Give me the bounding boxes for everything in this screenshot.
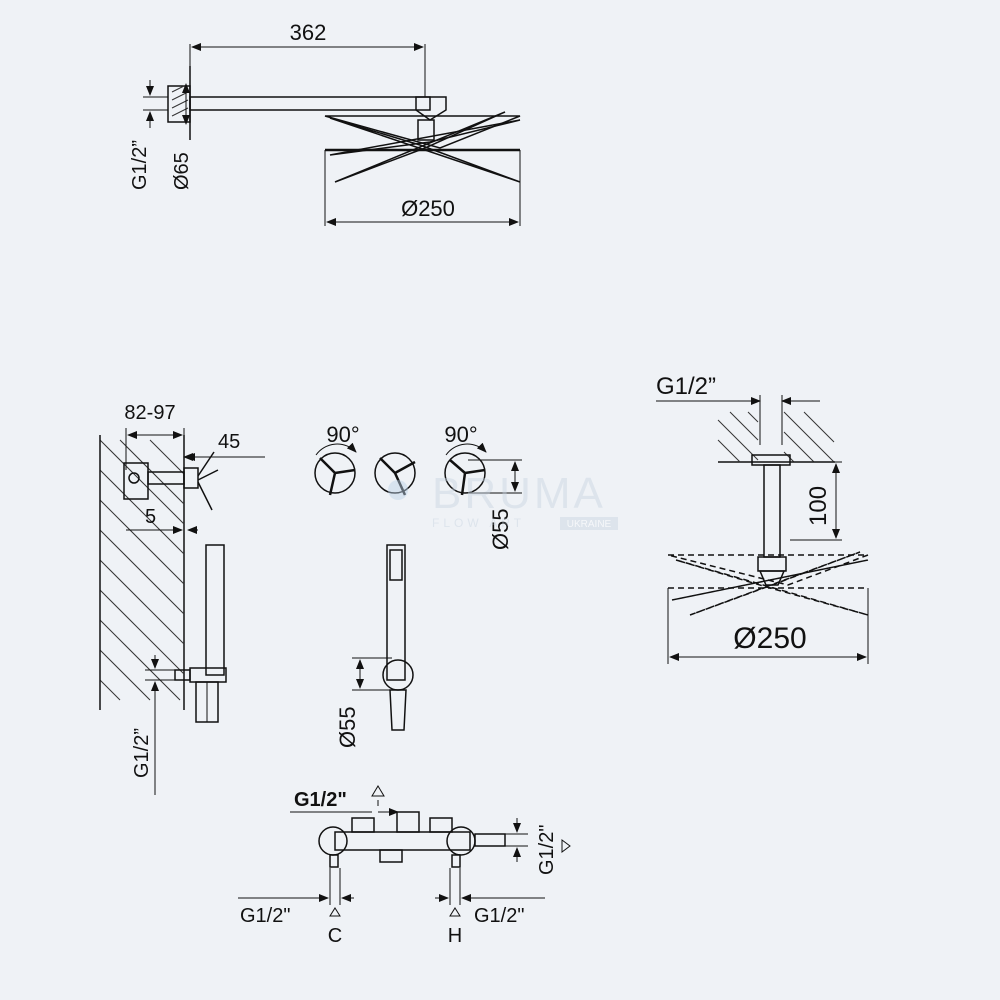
mixer-body	[334, 831, 471, 851]
ceiling-pipe	[763, 464, 781, 558]
ceiling-head-blades	[667, 551, 869, 616]
hot-inlet-thread: G1/2"	[474, 905, 524, 927]
top-outlet-thread: G1/2"	[294, 789, 347, 811]
wall-head-view: 362 Ø250 G1/2” Ø65	[129, 20, 521, 226]
dim-flange-diameter: Ø65	[171, 152, 193, 190]
ball-joint	[417, 119, 435, 141]
dim-arm-length: 362	[290, 20, 327, 45]
dim-head-diameter: Ø250	[401, 196, 455, 221]
watermark-tagline: FLOW ART	[432, 516, 525, 530]
dim-outlet-thread: G1/2”	[131, 728, 153, 778]
rotation-left: 90°	[326, 422, 359, 447]
dim-ceiling-arm-length: 100	[805, 486, 832, 526]
side-valve-view: 82-97 45 5 G1/2”	[99, 402, 265, 795]
dim-offset: 5	[145, 506, 156, 528]
mixer-body-view: G1/2" G1/2" G1/2" C G1/2" H	[238, 785, 571, 947]
handle-center	[374, 452, 416, 496]
dim-handle-diameter: Ø55	[488, 508, 513, 550]
valve-body	[123, 462, 149, 500]
cold-label: C	[328, 925, 342, 947]
hot-label: H	[448, 925, 462, 947]
shower-head-blades	[324, 111, 521, 183]
side-wall-hatch	[99, 439, 185, 701]
watermark-region: UKRAINE	[567, 519, 612, 530]
watermark-logo-icon	[388, 480, 408, 500]
front-handles-view: 90° 90° Ø55	[314, 422, 522, 550]
dim-handle-length: 45	[218, 431, 240, 453]
handle-right	[444, 442, 487, 496]
rotation-right: 90°	[444, 422, 477, 447]
dim-wall-thread: G1/2”	[129, 140, 151, 190]
dim-holder-diameter: Ø55	[335, 706, 360, 748]
right-outlet-thread: G1/2"	[536, 825, 558, 875]
valve-handle	[183, 467, 199, 489]
hand-shower-front-view: Ø55	[335, 544, 414, 748]
watermark: BRUMA FLOW ART UKRAINE	[388, 469, 618, 530]
ceiling-hatch	[717, 411, 835, 463]
handle-left	[314, 442, 357, 496]
cold-inlet-thread: G1/2"	[240, 905, 290, 927]
ceiling-head-view: G1/2” 100	[656, 373, 869, 664]
shower-arm	[189, 96, 431, 111]
dim-ceiling-head-diameter: Ø250	[733, 622, 806, 655]
hand-shower-side	[205, 544, 225, 676]
dim-ceiling-thread: G1/2”	[656, 373, 716, 400]
dim-valve-depth: 82-97	[124, 402, 175, 424]
watermark-brand: BRUMA	[432, 469, 606, 518]
hand-shower-handle	[386, 544, 406, 681]
